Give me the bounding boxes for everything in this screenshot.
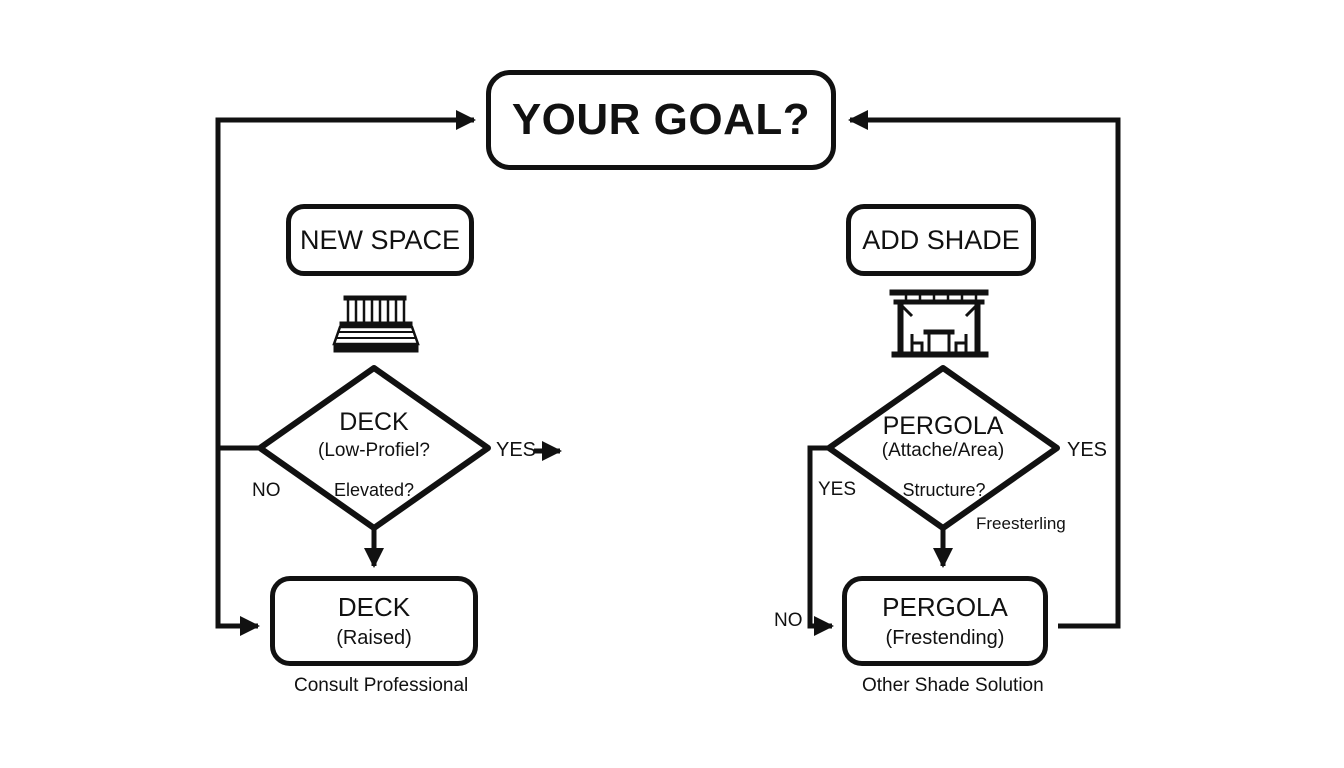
deck-result-subtitle: (Raised) bbox=[336, 627, 412, 649]
goal-label: YOUR GOAL? bbox=[511, 95, 811, 144]
no-arrow-to-deck-result bbox=[215, 448, 260, 636]
pergola-yes-left-label: YES bbox=[818, 479, 857, 500]
pergola-icon bbox=[889, 289, 989, 358]
pergola-yes-right-label: YES bbox=[1067, 439, 1108, 461]
pergola-result-box: PERGOLA (Frestending) bbox=[842, 576, 1048, 666]
pergola-result-title: PERGOLA bbox=[882, 592, 1008, 622]
freestanding-label: Freesterling bbox=[976, 514, 1066, 533]
add-shade-box: ADD SHADE bbox=[846, 204, 1036, 276]
pergola-decision-title: PERGOLA bbox=[882, 412, 1004, 440]
pergola-result-subtitle: (Frestending) bbox=[885, 627, 1005, 649]
add-shade-label: ADD SHADE bbox=[862, 224, 1020, 255]
pergola-no-label: NO bbox=[774, 610, 803, 631]
loop-arrow-right-to-goal bbox=[848, 110, 1121, 629]
deck-decision-title: DECK bbox=[339, 408, 409, 436]
new-space-label: NEW SPACE bbox=[299, 224, 461, 255]
pergola-decision-line2: Structure? bbox=[902, 480, 986, 500]
pergola-decision-line1: (Attache/Area) bbox=[881, 440, 1005, 461]
deck-decision-line1: (Low-Profiel? bbox=[318, 440, 430, 461]
deck-yes-label: YES bbox=[496, 439, 537, 461]
pergola-decision-diamond bbox=[826, 365, 1060, 531]
deck-icon bbox=[332, 295, 420, 353]
deck-result-title: DECK bbox=[337, 592, 411, 622]
consult-professional-label: Consult Professional bbox=[294, 675, 469, 696]
loop-arrow-left-to-goal bbox=[215, 110, 476, 451]
goal-box: YOUR GOAL? bbox=[486, 70, 836, 170]
deck-no-label: NO bbox=[252, 480, 281, 501]
other-shade-solution-label: Other Shade Solution bbox=[862, 675, 1044, 696]
deck-result-box: DECK (Raised) bbox=[270, 576, 478, 666]
deck-decision-diamond bbox=[257, 365, 491, 531]
connectors bbox=[215, 110, 1121, 636]
no-arrow-to-pergola-result bbox=[807, 445, 834, 636]
new-space-box: NEW SPACE bbox=[286, 204, 474, 276]
deck-decision-line2: Elevated? bbox=[333, 480, 415, 500]
